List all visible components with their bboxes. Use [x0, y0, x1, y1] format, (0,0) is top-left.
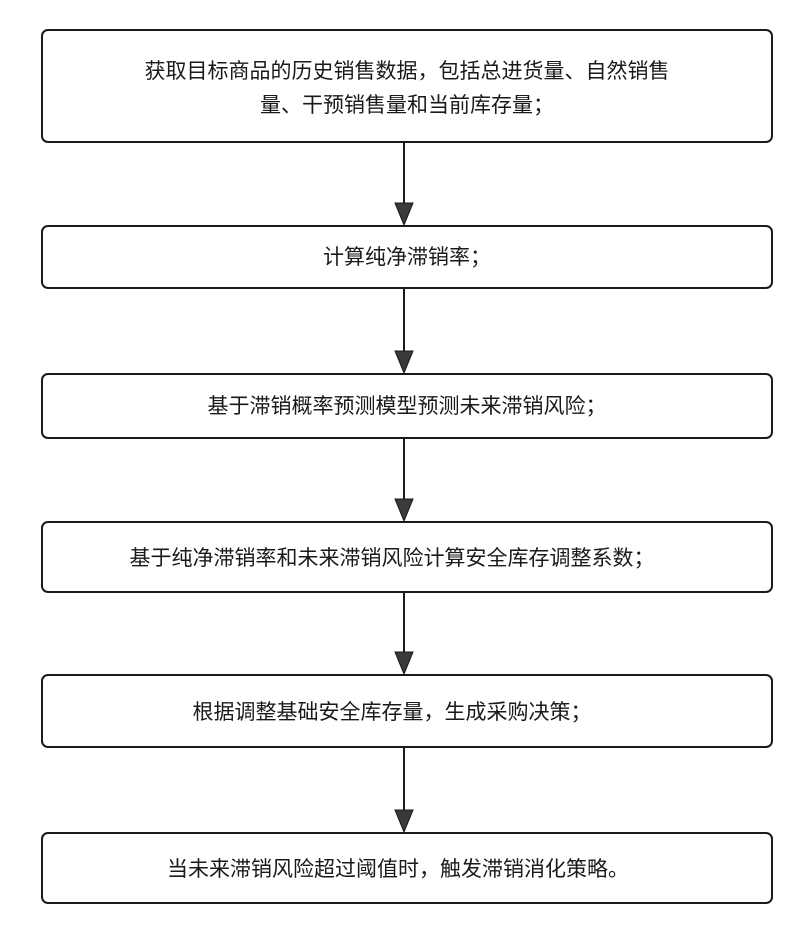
arrow-3-head — [395, 499, 413, 521]
arrow-2-head — [395, 351, 413, 373]
step-1-line-2: 量、干预销售量和当前库存量； — [260, 93, 554, 117]
step-1-line-1: 获取目标商品的历史销售数据，包括总进货量、自然销售 — [145, 59, 670, 83]
step-3-line-1: 基于滞销概率预测模型预测未来滞销风险； — [208, 394, 607, 418]
step-box-1 — [42, 30, 772, 142]
step-5-line-1: 根据调整基础安全库存量，生成采购决策； — [193, 700, 592, 724]
arrow-5-head — [395, 810, 413, 832]
arrow-1-head — [395, 203, 413, 225]
step-2-line-1: 计算纯净滞销率； — [323, 245, 491, 269]
arrow-4-head — [395, 652, 413, 674]
step-6-line-1: 当未来滞销风险超过阈值时，触发滞销消化策略。 — [167, 857, 629, 881]
step-4-line-1: 基于纯净滞销率和未来滞销风险计算安全库存调整系数； — [130, 546, 655, 570]
